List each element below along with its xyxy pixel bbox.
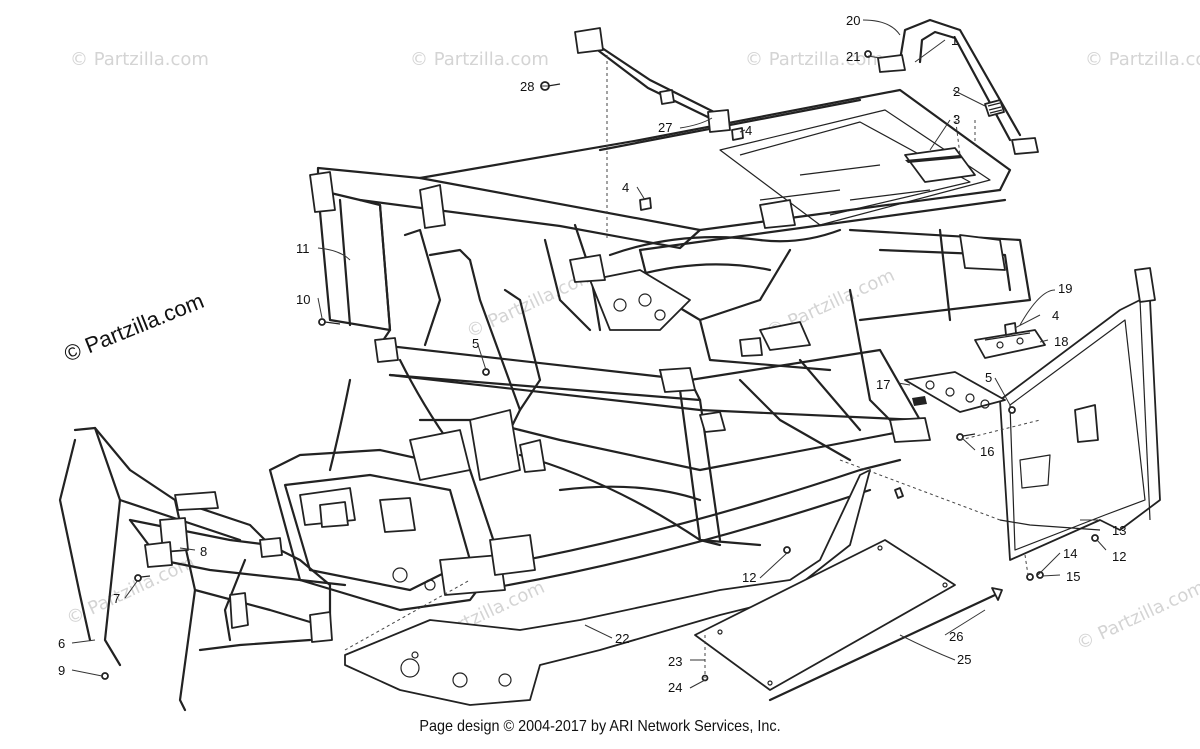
callout-25: 25 xyxy=(957,652,971,667)
watermark: © Partzilla.com xyxy=(1085,49,1200,70)
skid-plate-part-25 xyxy=(694,539,956,691)
callout-2: 2 xyxy=(953,84,960,99)
callout-7: 7 xyxy=(113,591,120,606)
callouts: 1 2 3 4 4 4 5 5 6 7 8 9 10 11 12 12 13 1… xyxy=(58,13,1126,695)
leaders xyxy=(71,19,1107,689)
front-cage-assembly xyxy=(58,426,347,712)
front-bar-part-27 xyxy=(574,27,731,133)
side-panel-part-13 xyxy=(999,267,1161,561)
callout-6: 6 xyxy=(58,636,65,651)
callout-26: 26 xyxy=(949,629,963,644)
callout-18: 18 xyxy=(1054,334,1068,349)
callout-27: 27 xyxy=(658,120,672,135)
watermark: © Partzilla.com xyxy=(745,49,884,70)
callout-23: 23 xyxy=(668,654,682,669)
callout-20: 20 xyxy=(846,13,860,28)
main-frame xyxy=(268,88,1032,612)
callout-24: 24 xyxy=(668,680,682,695)
callout-9: 9 xyxy=(58,663,65,678)
footer-copyright: Page design © 2004-2017 by ARI Network S… xyxy=(419,718,781,735)
callout-14: 14 xyxy=(1063,546,1077,561)
rod-part-26 xyxy=(768,587,1003,702)
callout-12: 12 xyxy=(742,570,756,585)
callout-4: 4 xyxy=(745,123,752,138)
rear-hoop-part-1 xyxy=(877,18,1039,155)
callout-17: 17 xyxy=(876,377,890,392)
watermark-main: © Partzilla.com xyxy=(61,288,208,367)
callout-4: 4 xyxy=(1052,308,1059,323)
callout-10: 10 xyxy=(296,292,310,307)
skid-plate-part-22 xyxy=(344,469,871,706)
callout-11: 11 xyxy=(296,241,310,256)
callout-8: 8 xyxy=(200,544,207,559)
callout-13: 13 xyxy=(1112,523,1126,538)
callout-4: 4 xyxy=(622,180,629,195)
watermark: © Partzilla.com xyxy=(410,49,549,70)
hardware xyxy=(101,50,1099,682)
callout-28: 28 xyxy=(520,79,534,94)
assembly-lines xyxy=(344,55,1041,678)
callout-15: 15 xyxy=(1066,569,1080,584)
callout-1: 1 xyxy=(951,33,958,48)
callout-19: 19 xyxy=(1058,281,1072,296)
bracket-part-17 xyxy=(904,371,1006,413)
callout-3: 3 xyxy=(953,112,960,127)
callout-16: 16 xyxy=(980,444,994,459)
callout-21: 21 xyxy=(846,49,860,64)
callout-22: 22 xyxy=(615,631,629,646)
watermark: © Partzilla.com xyxy=(1073,577,1200,655)
decal-part-2 xyxy=(984,99,1005,117)
watermark: © Partzilla.com xyxy=(70,49,209,70)
callout-12: 12 xyxy=(1112,549,1126,564)
callout-5: 5 xyxy=(985,370,992,385)
callout-5: 5 xyxy=(472,336,479,351)
